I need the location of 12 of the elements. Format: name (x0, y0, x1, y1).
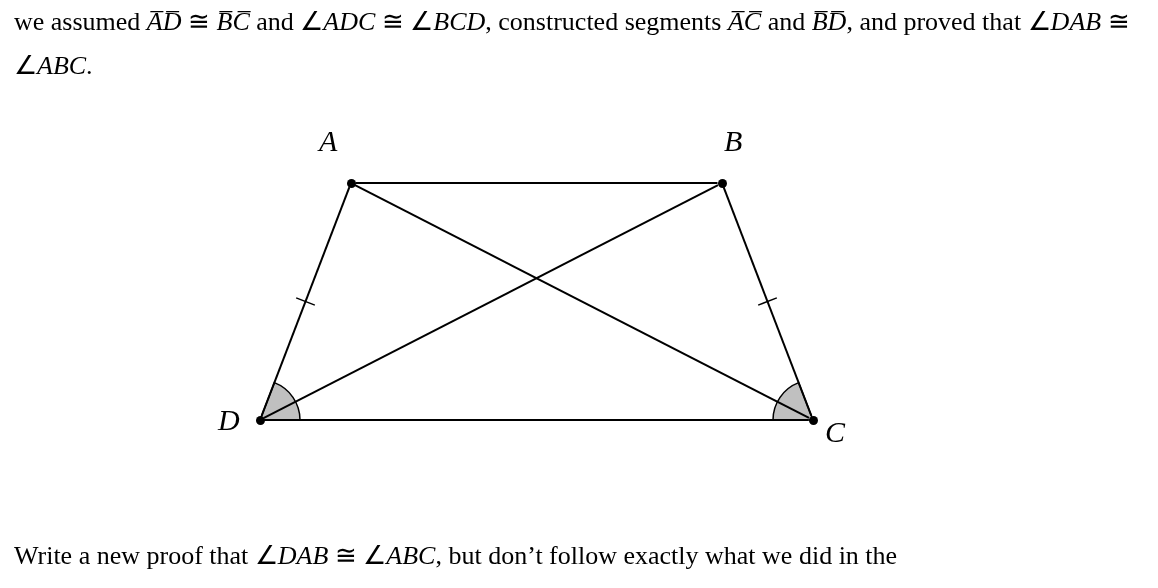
line-segment (260, 186, 351, 417)
point-label: B (724, 126, 743, 156)
point-label: A (319, 126, 338, 156)
paragraph: we assumed A̅D̅ ≅ B̅C̅ and ∠ADC ≅ ∠BCD, constructed segments A̅C̅ and B̅D̅, and proved that ∠DAB ≅ ∠ABC. (14, 6, 1131, 82)
line-segment (354, 184, 810, 419)
paragraph: Write a new proof that ∠DAB ≅ ∠ABC, but don’t follow exactly what we did in the (14, 540, 898, 572)
line-segment (354, 182, 719, 184)
line-segment (722, 186, 813, 417)
point-label: D (218, 405, 240, 435)
point-label: C (825, 417, 845, 447)
line-segment (263, 419, 810, 421)
line-segment (263, 184, 719, 419)
